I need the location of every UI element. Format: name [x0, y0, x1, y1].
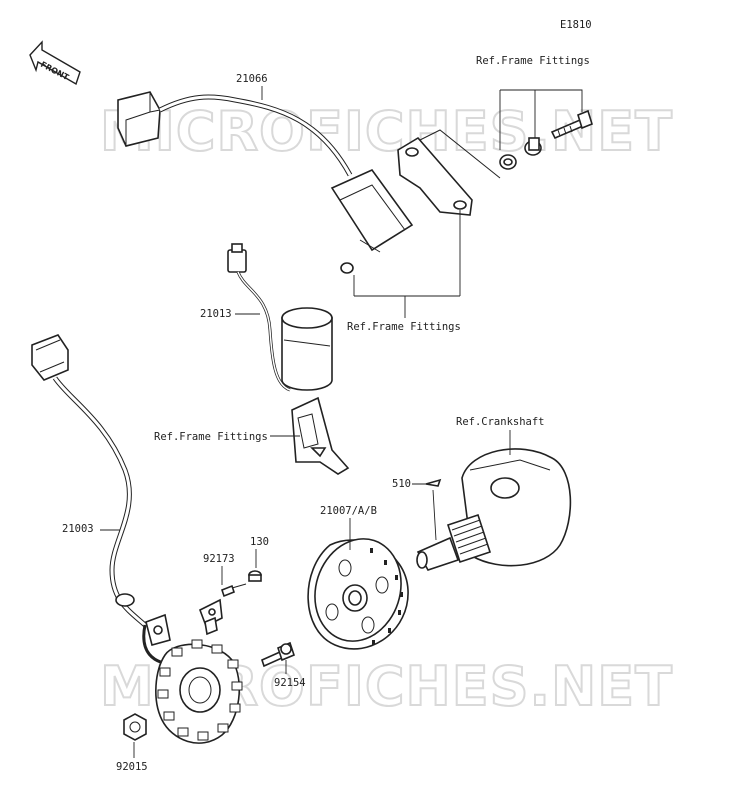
part-bracket-top [397, 129, 501, 216]
diagram-code: E1810 [560, 19, 592, 31]
nut-regulator [340, 262, 354, 274]
label-21066: 21066 [236, 73, 268, 85]
part-21007-flywheel [307, 538, 409, 650]
label-ref-frame-fittings-top: Ref.Frame Fittings [476, 55, 590, 67]
part-92015-nut [123, 713, 147, 741]
part-capacitor-bracket [291, 396, 350, 475]
watermark-top: MICROFICHES.NET [100, 100, 673, 163]
part-21066-regulator [117, 91, 414, 253]
label-92015: 92015 [116, 761, 148, 773]
part-pickup-bracket [198, 598, 223, 636]
part-crankshaft [416, 448, 572, 571]
part-21003-stator [31, 334, 243, 744]
part-92154-bolt [261, 641, 295, 668]
label-21007: 21007/A/B [320, 505, 377, 517]
part-510-key [425, 478, 442, 487]
label-ref-crankshaft: Ref.Crankshaft [456, 416, 545, 428]
label-92173: 92173 [203, 553, 235, 565]
part-130-bolt [248, 570, 262, 582]
fittings-top [499, 109, 593, 170]
front-arrow-icon: FRONT [29, 40, 81, 86]
part-21013-capacitor [227, 243, 333, 392]
label-92154: 92154 [274, 677, 306, 689]
label-21013: 21013 [200, 308, 232, 320]
label-130: 130 [250, 536, 269, 548]
label-21003: 21003 [62, 523, 94, 535]
label-ref-frame-fittings-bracket: Ref.Frame Fittings [154, 431, 268, 443]
label-510: 510 [392, 478, 411, 490]
part-92173-screw [221, 583, 247, 598]
label-ref-frame-fittings-mid: Ref.Frame Fittings [347, 321, 461, 333]
